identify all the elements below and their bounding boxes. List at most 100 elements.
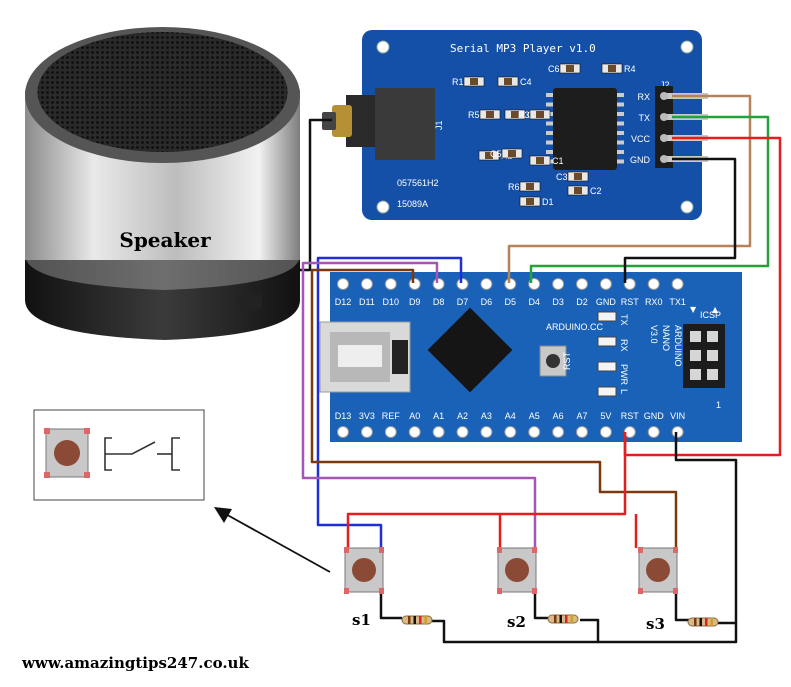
mp3-code-2: 15089A (397, 199, 428, 209)
switch-leg (379, 588, 384, 594)
led-rx (597, 336, 617, 347)
resistor-band (705, 618, 708, 626)
wire-gnd-s1 (430, 619, 598, 644)
nano-pin-label: A1 (433, 411, 444, 421)
wire-tx-d5 (529, 115, 770, 283)
mp3-mount-hole (680, 40, 694, 54)
wire-s2-resistor (533, 592, 548, 620)
nano-pin-d7 (456, 278, 469, 290)
icsp-pin (707, 369, 718, 380)
component-body (486, 111, 494, 118)
component-body (526, 198, 534, 205)
reset-label: RST (562, 351, 572, 370)
nano-name-line-1: ARDUINO (673, 325, 683, 367)
wire-5v-bus (346, 432, 627, 548)
chip-leg (617, 102, 624, 107)
nano-pin-label: D7 (457, 297, 469, 307)
resistor-body (401, 615, 433, 625)
speaker-switch (238, 295, 262, 309)
nano-pin-label: D3 (552, 297, 564, 307)
component-body (485, 152, 493, 159)
switch-cap[interactable] (646, 558, 670, 582)
component-label: R4 (624, 64, 636, 74)
resistor-band (565, 615, 568, 623)
reset-button-cap[interactable] (546, 354, 560, 368)
speaker-label: Speaker (119, 228, 211, 252)
component-body (574, 173, 582, 180)
mp3-components: R1C4C6R4R5C7R3R2C5C1R6D1C3C2 (452, 63, 636, 207)
wire-d10-s3 (310, 268, 678, 548)
chip-leg (546, 102, 553, 107)
nano-pin-d8 (432, 278, 445, 290)
nano-pin-a0 (408, 426, 421, 438)
push-button-s1[interactable]: s1 (344, 547, 384, 629)
icsp-pin (707, 331, 718, 342)
website-link[interactable]: www.amazingtips247.co.uk (21, 654, 249, 672)
icsp-label: ICSP (700, 310, 721, 320)
nano-pin-label: D12 (335, 297, 352, 307)
resistor-band (559, 615, 562, 623)
nano-pin-d5 (504, 278, 517, 290)
nano-name-line-2: NANO (661, 325, 671, 351)
nano-pin-label: D6 (481, 297, 493, 307)
switch-leg (638, 547, 643, 553)
nano-pin-label: D10 (383, 297, 400, 307)
nano-name: ARDUINO NANO V3.0 (649, 325, 683, 367)
nano-pin-label: D5 (505, 297, 517, 307)
led-label: L (619, 389, 629, 394)
mp3-chip (553, 88, 617, 170)
mp3-mount-hole (376, 200, 390, 214)
switch-leg (344, 547, 349, 553)
nano-pin-label: A0 (409, 411, 420, 421)
wire-s3-resistor (674, 592, 690, 622)
switch-label: s3 (646, 615, 665, 633)
resistor (687, 617, 719, 627)
triangle-down-icon: ▼ (690, 305, 697, 314)
component-label: D1 (542, 197, 554, 207)
nano-pin-label: D8 (433, 297, 445, 307)
nano-pin-gnd (599, 278, 612, 290)
switch-leg (497, 547, 502, 553)
wire-s1-resistor (379, 592, 402, 620)
component-label: R1 (452, 77, 464, 87)
legend-arrow (214, 507, 331, 573)
nano-pin-label: GND (644, 411, 665, 421)
nano-pin-label: 3V3 (359, 411, 375, 421)
resistor-body (547, 614, 579, 624)
nano-pin-a2 (456, 426, 469, 438)
nano-pin-d2 (576, 278, 588, 290)
chip-leg (617, 140, 624, 145)
nano-pin-d12 (337, 278, 349, 290)
chip-leg (617, 131, 624, 135)
switch-leg (379, 547, 384, 553)
switch-leg (673, 588, 678, 594)
chip-leg (617, 93, 624, 97)
component-label: C6 (548, 64, 560, 74)
mp3-title: Serial MP3 Player v1.0 (450, 42, 596, 55)
component-label: R5 (468, 110, 480, 120)
component-label: C4 (520, 77, 532, 87)
resistor-band (710, 618, 713, 626)
chip-leg (546, 121, 553, 126)
icsp-pin (690, 369, 701, 380)
icsp-pin-one: 1 (716, 400, 721, 410)
nano-pin-label: A3 (481, 411, 492, 421)
push-button-s2[interactable]: s2 (497, 547, 537, 631)
switch-cap[interactable] (352, 558, 376, 582)
chip-leg (546, 150, 553, 154)
component-body (511, 111, 519, 118)
switch-cap[interactable] (505, 558, 529, 582)
nano-pin-label: GND (596, 297, 617, 307)
switch-leg (638, 588, 643, 594)
push-button-s3[interactable]: s3 (638, 547, 678, 633)
wire-rx-d6 (507, 94, 752, 283)
component-label: R3 (518, 110, 530, 120)
mp3-pin-label: RX (637, 92, 650, 102)
nano-pin-label: A5 (529, 411, 540, 421)
component-body (566, 65, 574, 72)
switches: s1 s2 s3 (344, 547, 678, 633)
resistor (547, 614, 579, 624)
nano-pin-tx1 (671, 278, 684, 290)
